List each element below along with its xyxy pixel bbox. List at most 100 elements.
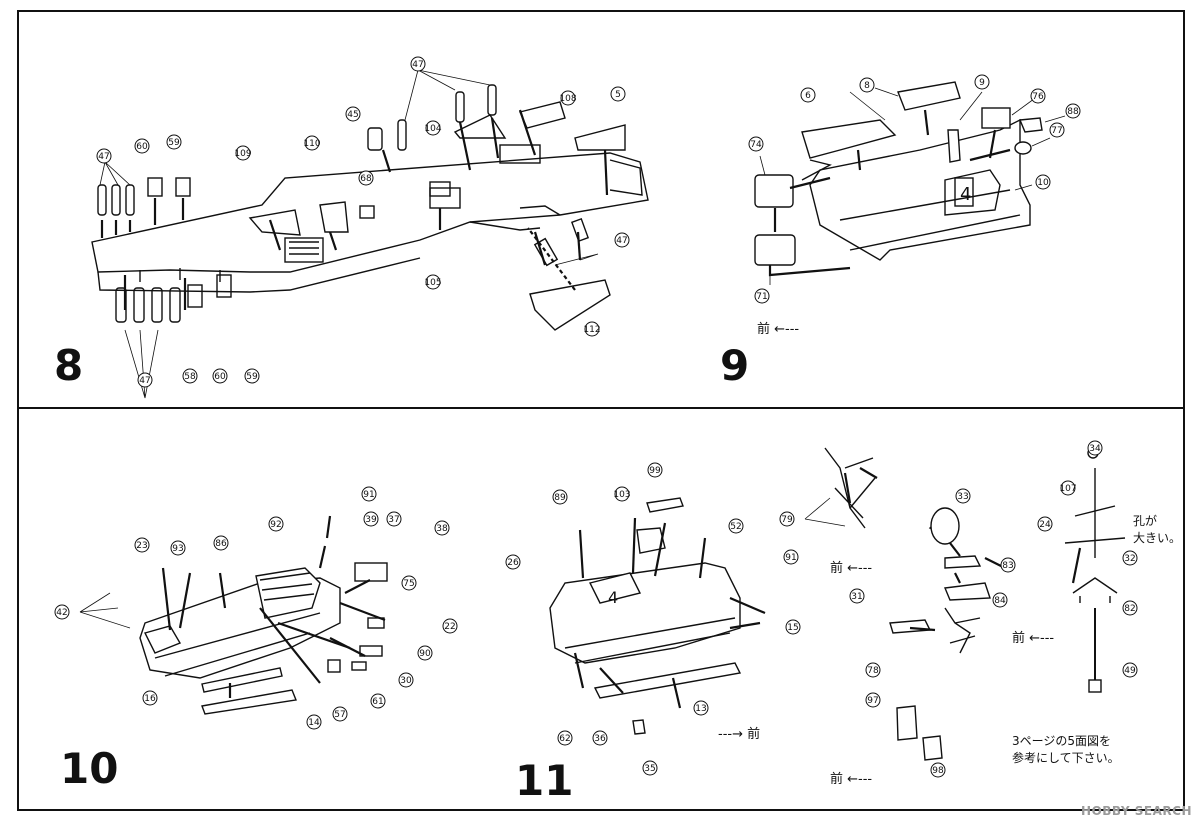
svg-text:4: 4 bbox=[960, 184, 971, 205]
callout-110: 110 bbox=[303, 135, 321, 151]
step-number-8: 8 bbox=[54, 341, 84, 390]
note-hole-line-2: 大きい。 bbox=[1133, 531, 1182, 546]
front-label: 前 bbox=[747, 727, 761, 742]
svg-text:10: 10 bbox=[1037, 178, 1049, 188]
panel-bottom bbox=[17, 407, 1185, 811]
callout-105: 105 bbox=[424, 274, 442, 290]
callout-71: 71 bbox=[754, 288, 770, 304]
callout-82: 82 bbox=[1122, 600, 1138, 616]
svg-text:8: 8 bbox=[864, 81, 870, 91]
callout-16: 16 bbox=[142, 690, 158, 706]
front-label: 前 bbox=[830, 561, 844, 576]
callout-49: 49 bbox=[1122, 662, 1138, 678]
callout-13: 13 bbox=[693, 700, 709, 716]
watermark: HOBBY SEARCH bbox=[1081, 804, 1192, 818]
arrow-left-icon: ←‑‑‑ bbox=[1029, 631, 1055, 646]
svg-text:110: 110 bbox=[303, 139, 320, 149]
svg-text:16: 16 bbox=[144, 694, 156, 704]
svg-text:59: 59 bbox=[246, 372, 258, 382]
callout-99: 99 bbox=[647, 462, 663, 478]
callout-8: 8 bbox=[859, 77, 875, 93]
callout-93: 93 bbox=[170, 540, 186, 556]
arrow-left-icon: ←‑‑‑ bbox=[847, 561, 873, 576]
svg-text:35: 35 bbox=[644, 764, 655, 774]
svg-text:89: 89 bbox=[554, 493, 566, 503]
svg-text:47: 47 bbox=[139, 376, 150, 386]
callout-15: 15 bbox=[785, 619, 801, 635]
arrow-left-icon: ←‑‑‑ bbox=[774, 322, 800, 337]
callout-90: 90 bbox=[417, 645, 433, 661]
svg-text:98: 98 bbox=[932, 766, 944, 776]
callout-45: 45 bbox=[345, 106, 361, 122]
callout-37: 37 bbox=[386, 511, 402, 527]
svg-text:5: 5 bbox=[615, 90, 621, 100]
svg-text:99: 99 bbox=[649, 466, 661, 476]
svg-text:112: 112 bbox=[583, 325, 600, 335]
svg-text:68: 68 bbox=[360, 174, 372, 184]
note-reference: 3ページの5面図を 参考にして下さい。 bbox=[1012, 733, 1120, 768]
svg-text:42: 42 bbox=[56, 608, 67, 618]
callout-60a: 60 bbox=[134, 138, 150, 154]
callout-31: 31 bbox=[849, 588, 865, 604]
svg-text:47: 47 bbox=[98, 152, 109, 162]
front-label: 前 bbox=[830, 772, 844, 787]
svg-text:62: 62 bbox=[559, 734, 570, 744]
front-marker-step11-c: ‑‑‑→ 前 bbox=[718, 723, 760, 742]
front-label: 前 bbox=[757, 322, 771, 337]
callout-92: 92 bbox=[268, 516, 284, 532]
svg-text:107: 107 bbox=[1059, 484, 1076, 494]
svg-text:57: 57 bbox=[334, 710, 345, 720]
svg-text:37: 37 bbox=[388, 515, 399, 525]
svg-text:33: 33 bbox=[957, 492, 968, 502]
svg-text:60: 60 bbox=[136, 142, 148, 152]
svg-text:109: 109 bbox=[234, 149, 251, 159]
svg-text:93: 93 bbox=[172, 544, 183, 554]
svg-text:61: 61 bbox=[372, 697, 383, 707]
callout-42: 42 bbox=[54, 604, 70, 620]
svg-text:58: 58 bbox=[184, 372, 196, 382]
callout-47d: 47 bbox=[137, 372, 153, 388]
callout-97: 97 bbox=[865, 692, 881, 708]
callout-104: 104 bbox=[424, 120, 442, 136]
callout-62: 62 bbox=[557, 730, 573, 746]
svg-text:47: 47 bbox=[616, 236, 627, 246]
svg-text:88: 88 bbox=[1067, 107, 1079, 117]
callout-38: 38 bbox=[434, 520, 450, 536]
svg-text:32: 32 bbox=[1124, 554, 1135, 564]
svg-text:76: 76 bbox=[1032, 92, 1044, 102]
callout-60b: 60 bbox=[212, 368, 228, 384]
svg-text:75: 75 bbox=[403, 579, 414, 589]
svg-text:24: 24 bbox=[1039, 520, 1051, 530]
step10-diagram: 91 92 39 37 38 23 93 86 75 42 22 90 30 6… bbox=[54, 486, 458, 730]
callout-33: 33 bbox=[955, 488, 971, 504]
callout-98: 98 bbox=[930, 762, 946, 778]
callout-24: 24 bbox=[1037, 516, 1053, 532]
svg-text:103: 103 bbox=[613, 490, 630, 500]
svg-text:23: 23 bbox=[136, 541, 147, 551]
svg-text:45: 45 bbox=[347, 110, 358, 120]
callout-10: 10 bbox=[1035, 174, 1051, 190]
callout-68: 68 bbox=[358, 170, 374, 186]
step-number-10: 10 bbox=[60, 744, 119, 793]
svg-text:31: 31 bbox=[851, 592, 862, 602]
svg-text:104: 104 bbox=[424, 124, 441, 134]
callout-26: 26 bbox=[505, 554, 521, 570]
callout-77: 77 bbox=[1049, 122, 1065, 138]
callout-83: 83 bbox=[1000, 557, 1016, 573]
callout-9: 9 bbox=[974, 74, 990, 90]
svg-text:4: 4 bbox=[608, 588, 618, 607]
callout-79: 79 bbox=[779, 511, 795, 527]
front-marker-step11-d: 前 ←‑‑‑ bbox=[830, 768, 872, 787]
svg-text:60: 60 bbox=[214, 372, 226, 382]
front-marker-step11-a: 前 ←‑‑‑ bbox=[830, 557, 872, 576]
svg-text:9: 9 bbox=[979, 78, 985, 88]
front-marker-step11-b: 前 ←‑‑‑ bbox=[1012, 627, 1054, 646]
svg-text:83: 83 bbox=[1002, 561, 1013, 571]
callout-84: 84 bbox=[992, 592, 1008, 608]
callout-112: 112 bbox=[583, 321, 601, 337]
callout-75: 75 bbox=[401, 575, 417, 591]
svg-text:36: 36 bbox=[594, 734, 606, 744]
svg-text:108: 108 bbox=[559, 94, 576, 104]
svg-text:49: 49 bbox=[1124, 666, 1136, 676]
